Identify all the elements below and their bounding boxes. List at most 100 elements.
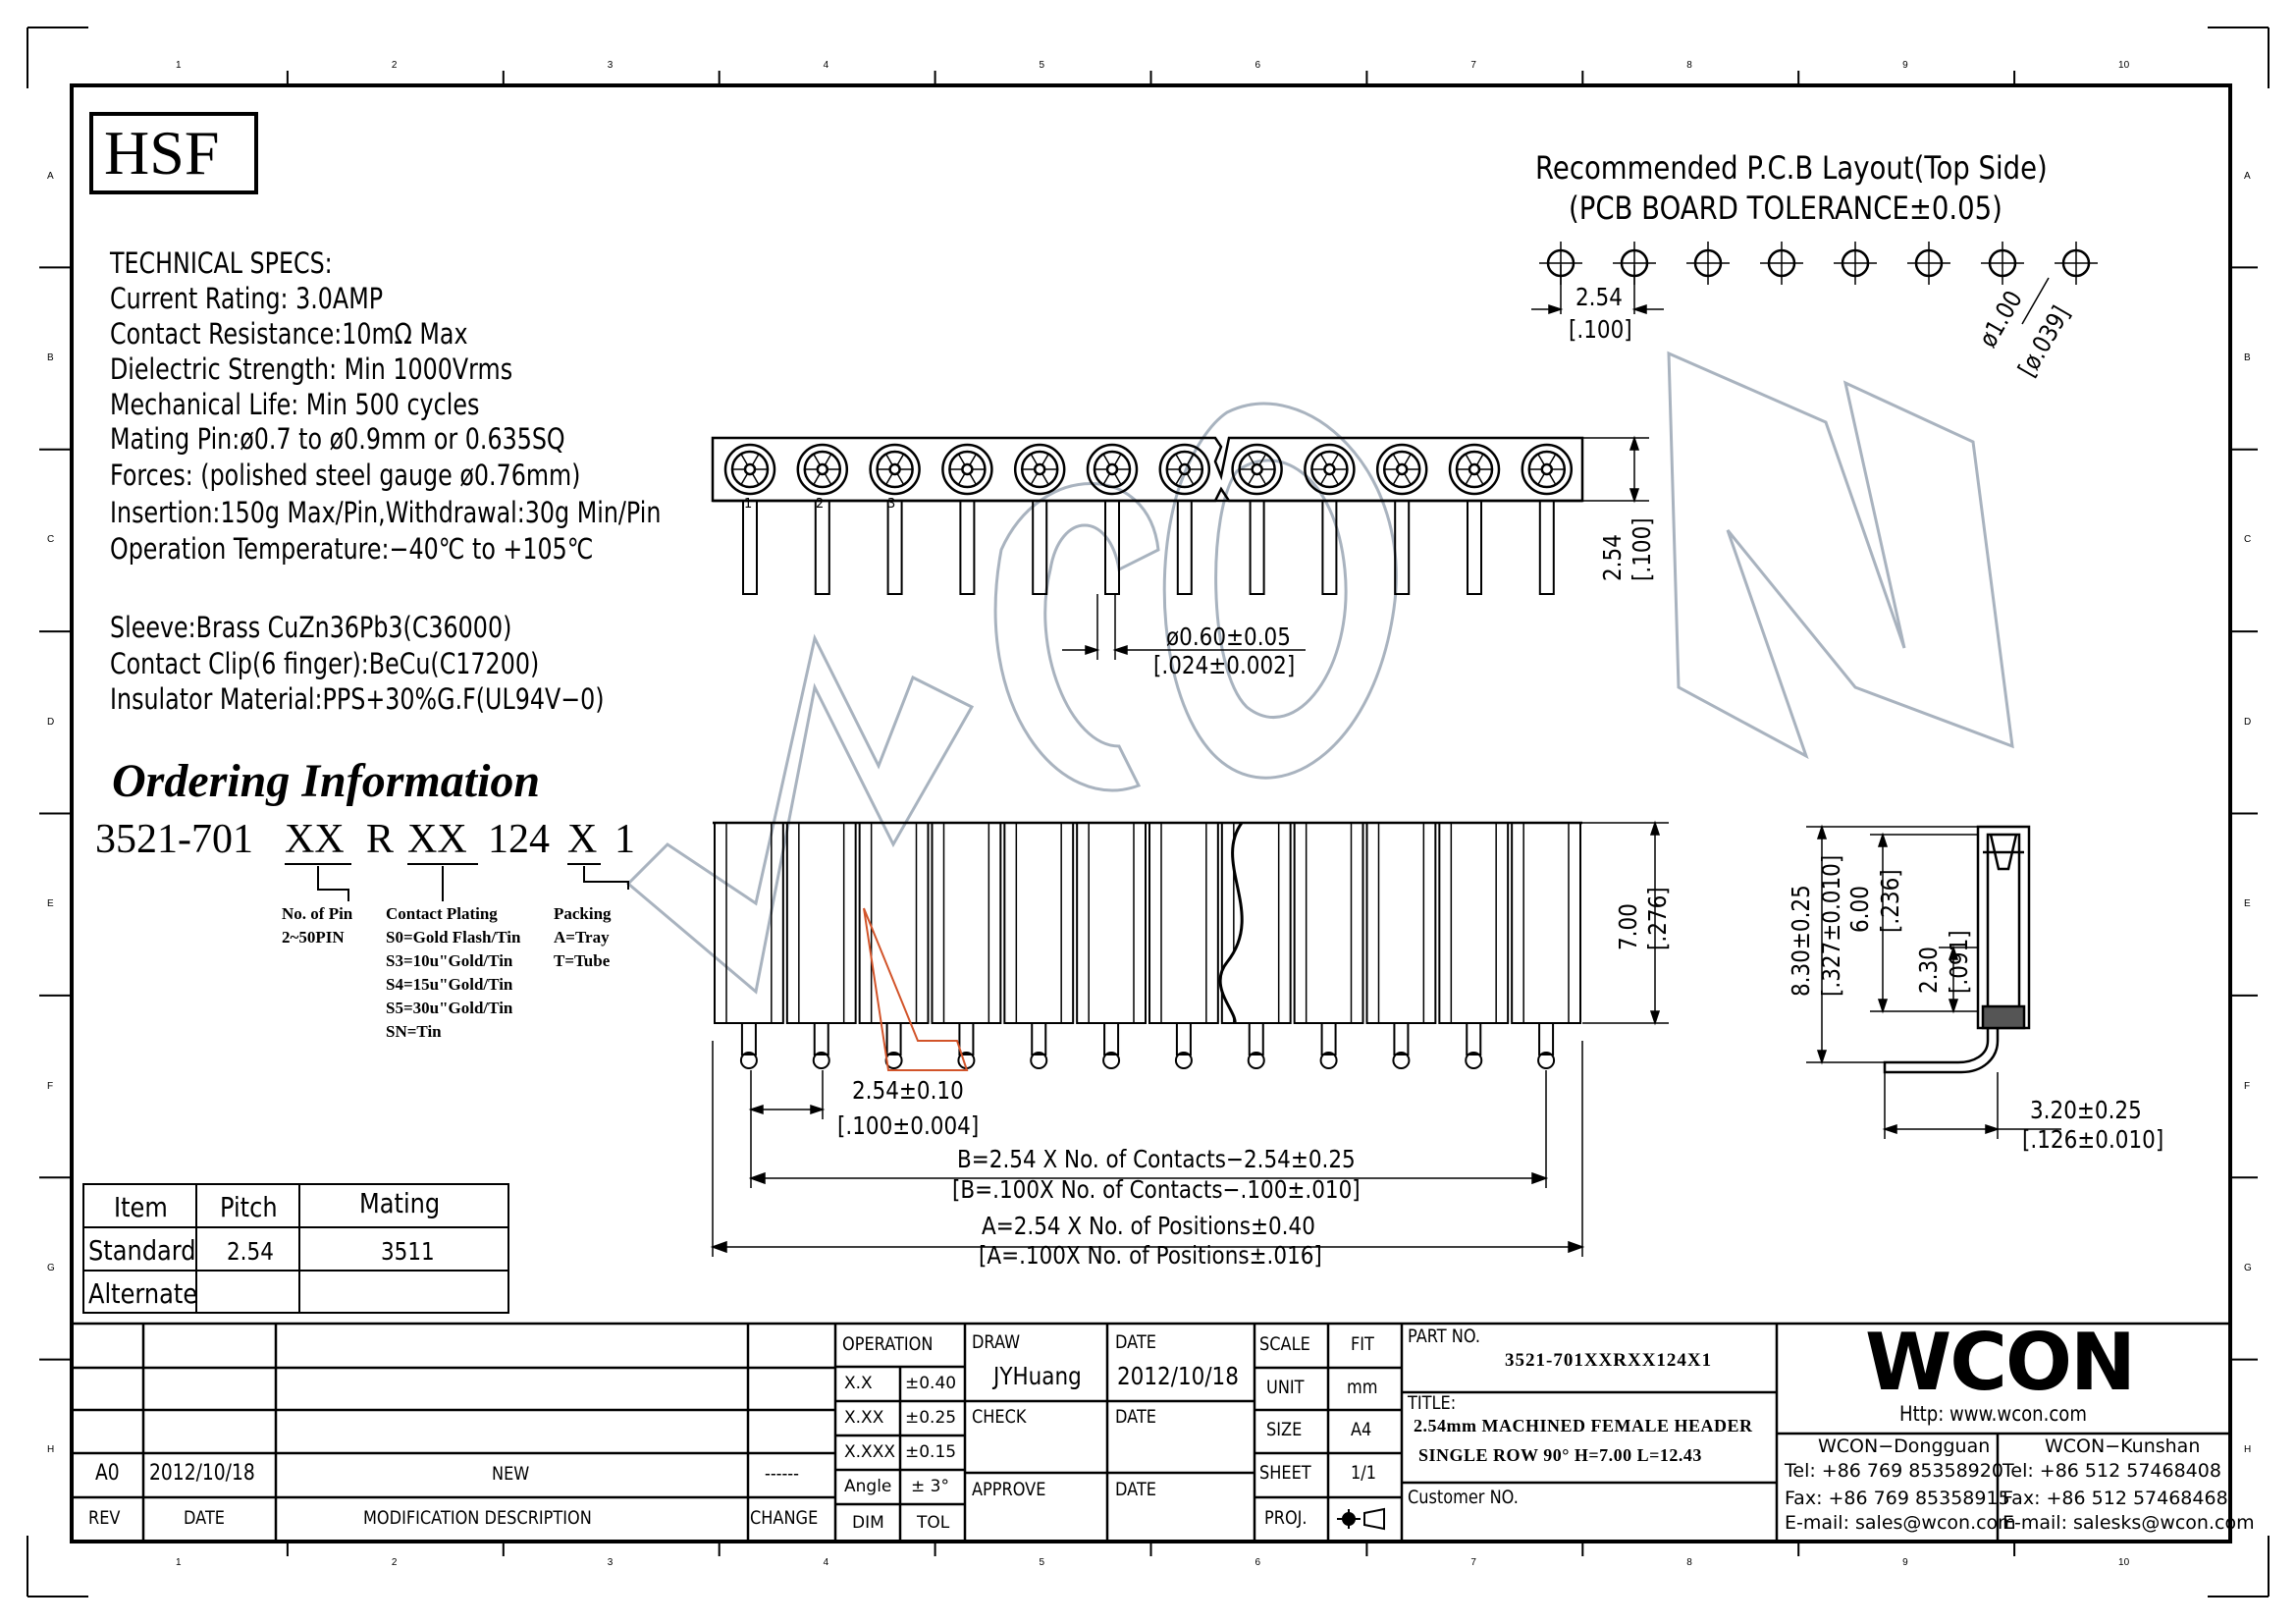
approve-date-label: DATE bbox=[1115, 1479, 1157, 1500]
front-pin-tip bbox=[1247, 1052, 1265, 1069]
front-sleeve bbox=[714, 822, 784, 1024]
office-fax: Fax: +86 512 57468468 bbox=[2002, 1488, 2228, 1509]
contact-finger bbox=[1175, 472, 1183, 485]
grid-col-label: 9 bbox=[1902, 1557, 1908, 1568]
contact-finger bbox=[1175, 454, 1183, 466]
contact-finger bbox=[1475, 454, 1484, 466]
spec-line: Insertion:150g Max/Pin,Withdrawal:30g Mi… bbox=[110, 496, 662, 529]
sheet-label: SHEET bbox=[1259, 1462, 1311, 1484]
tol-value: ±0.40 bbox=[905, 1374, 957, 1393]
rev-value: A0 bbox=[95, 1461, 120, 1486]
contact-finger bbox=[884, 454, 893, 466]
grid-row-label: E bbox=[47, 898, 54, 910]
tol-label: TOL bbox=[917, 1513, 950, 1533]
front-sleeve bbox=[1148, 822, 1219, 1024]
contact-finger bbox=[1030, 454, 1039, 466]
tol-key: X.X bbox=[844, 1374, 873, 1393]
contact-center bbox=[816, 462, 829, 476]
specs-heading: TECHNICAL SPECS: bbox=[110, 246, 333, 280]
front-pin bbox=[1538, 1022, 1555, 1056]
grid-row-label: D bbox=[47, 716, 55, 728]
contact-outer-ring bbox=[1158, 443, 1211, 496]
contact-finger bbox=[824, 472, 832, 485]
tol-key: X.XX bbox=[844, 1408, 884, 1428]
front-pin bbox=[1320, 1022, 1337, 1056]
side-body: 6.00 bbox=[1845, 886, 1874, 933]
title-line1: 2.54mm MACHINED FEMALE HEADER bbox=[1414, 1416, 1753, 1435]
hsf-logo-box bbox=[89, 112, 258, 194]
spec-line: Operation Temperature:−40℃ to +105℃ bbox=[110, 532, 594, 566]
grid-col-label: 6 bbox=[1255, 60, 1260, 71]
hsf-logo: HSF bbox=[104, 118, 220, 188]
grid-col-label: 2 bbox=[391, 1557, 398, 1568]
spec-line: Forces: (polished steel gauge ø0.76mm) bbox=[110, 459, 581, 492]
front-break-line bbox=[1218, 822, 1244, 1024]
contact-tail-pin bbox=[1176, 500, 1193, 595]
contact-outer-ring bbox=[1448, 443, 1501, 496]
front-sleeve bbox=[1511, 822, 1581, 1024]
contact-tail-pin bbox=[886, 500, 903, 595]
top-height: 2.54 bbox=[1598, 534, 1627, 581]
contact-finger bbox=[1404, 472, 1412, 485]
mating-table-grid bbox=[82, 1183, 509, 1314]
contact-finger bbox=[1319, 472, 1328, 485]
front-sleeve bbox=[1293, 822, 1364, 1024]
front-sleeve bbox=[1365, 822, 1437, 1024]
front-sleeve bbox=[1003, 822, 1075, 1024]
front-pin-tip bbox=[1030, 1052, 1048, 1069]
title-line2: SINGLE ROW 90° H=7.00 L=12.43 bbox=[1418, 1445, 1702, 1465]
contact-outer-ring bbox=[1231, 443, 1283, 496]
part-code-pin: XX bbox=[285, 817, 345, 862]
pcb-hole-row bbox=[1539, 242, 2098, 285]
contact-finger bbox=[1392, 472, 1401, 485]
contact-finger bbox=[957, 472, 966, 485]
contact-finger bbox=[1331, 472, 1340, 485]
spec-line: Contact Resistance:10mΩ Max bbox=[110, 317, 468, 351]
sheet-value: 1/1 bbox=[1351, 1462, 1376, 1484]
contact-outer-ring bbox=[796, 443, 849, 496]
scale-label: SCALE bbox=[1259, 1333, 1310, 1355]
spec-line: Dielectric Strength: Min 1000Vrms bbox=[110, 352, 513, 386]
contact-tail-pin bbox=[1249, 500, 1265, 595]
contact-finger bbox=[813, 472, 821, 485]
date-label: DATE bbox=[1115, 1331, 1157, 1353]
pin-number-3: 3 bbox=[887, 497, 896, 512]
front-sleeve bbox=[785, 822, 857, 1024]
contact-outer-ring bbox=[941, 443, 993, 496]
grid-row-label: D bbox=[2244, 716, 2252, 728]
part-code-r: R bbox=[366, 817, 395, 862]
option-plating-item: S0=Gold Flash/Tin bbox=[386, 928, 521, 947]
grid-row-label: F bbox=[47, 1080, 54, 1092]
table-row-alternate: Alternate bbox=[88, 1277, 198, 1310]
material-line: Contact Clip(6 finger):BeCu(C17200) bbox=[110, 647, 540, 680]
table-header-pitch: Pitch bbox=[220, 1191, 278, 1223]
contact-finger bbox=[1186, 454, 1195, 466]
front-height-in: [.276] bbox=[1643, 887, 1672, 950]
option-packing-item: T=Tube bbox=[554, 951, 611, 970]
contact-tail-pin bbox=[814, 500, 830, 595]
contact-finger bbox=[1475, 472, 1484, 485]
grid-col-label: 2 bbox=[391, 60, 398, 71]
office-name: WCON−Dongguan bbox=[1818, 1435, 1991, 1457]
contact-finger bbox=[1247, 454, 1255, 466]
grid-row-label: B bbox=[47, 352, 54, 364]
contact-finger bbox=[740, 454, 749, 466]
contact-center bbox=[1468, 462, 1481, 476]
spec-line: Mechanical Life: Min 500 cycles bbox=[110, 388, 480, 421]
dim-b-in: [B=.100X No. of Contacts−.100±.010] bbox=[952, 1175, 1361, 1204]
modification-header: MODIFICATION DESCRIPTION bbox=[363, 1507, 592, 1529]
grid-row-label: G bbox=[47, 1262, 55, 1273]
front-pin bbox=[1466, 1022, 1482, 1056]
side-total-in: [.327±0.010] bbox=[1817, 854, 1845, 997]
top-height-in: [.100] bbox=[1628, 517, 1656, 581]
contact-center bbox=[1540, 462, 1554, 476]
dim-a: A=2.54 X No. of Positions±0.40 bbox=[982, 1212, 1315, 1240]
grid-col-label: 8 bbox=[1686, 60, 1692, 71]
contact-outer-ring bbox=[1013, 443, 1066, 496]
side-total: 8.30±0.25 bbox=[1787, 885, 1815, 997]
contact-finger bbox=[1404, 454, 1412, 466]
option-plating-item: S4=15u"Gold/Tin bbox=[386, 975, 513, 994]
front-view-dimensions bbox=[710, 820, 1669, 1257]
contact-finger bbox=[1319, 454, 1328, 466]
